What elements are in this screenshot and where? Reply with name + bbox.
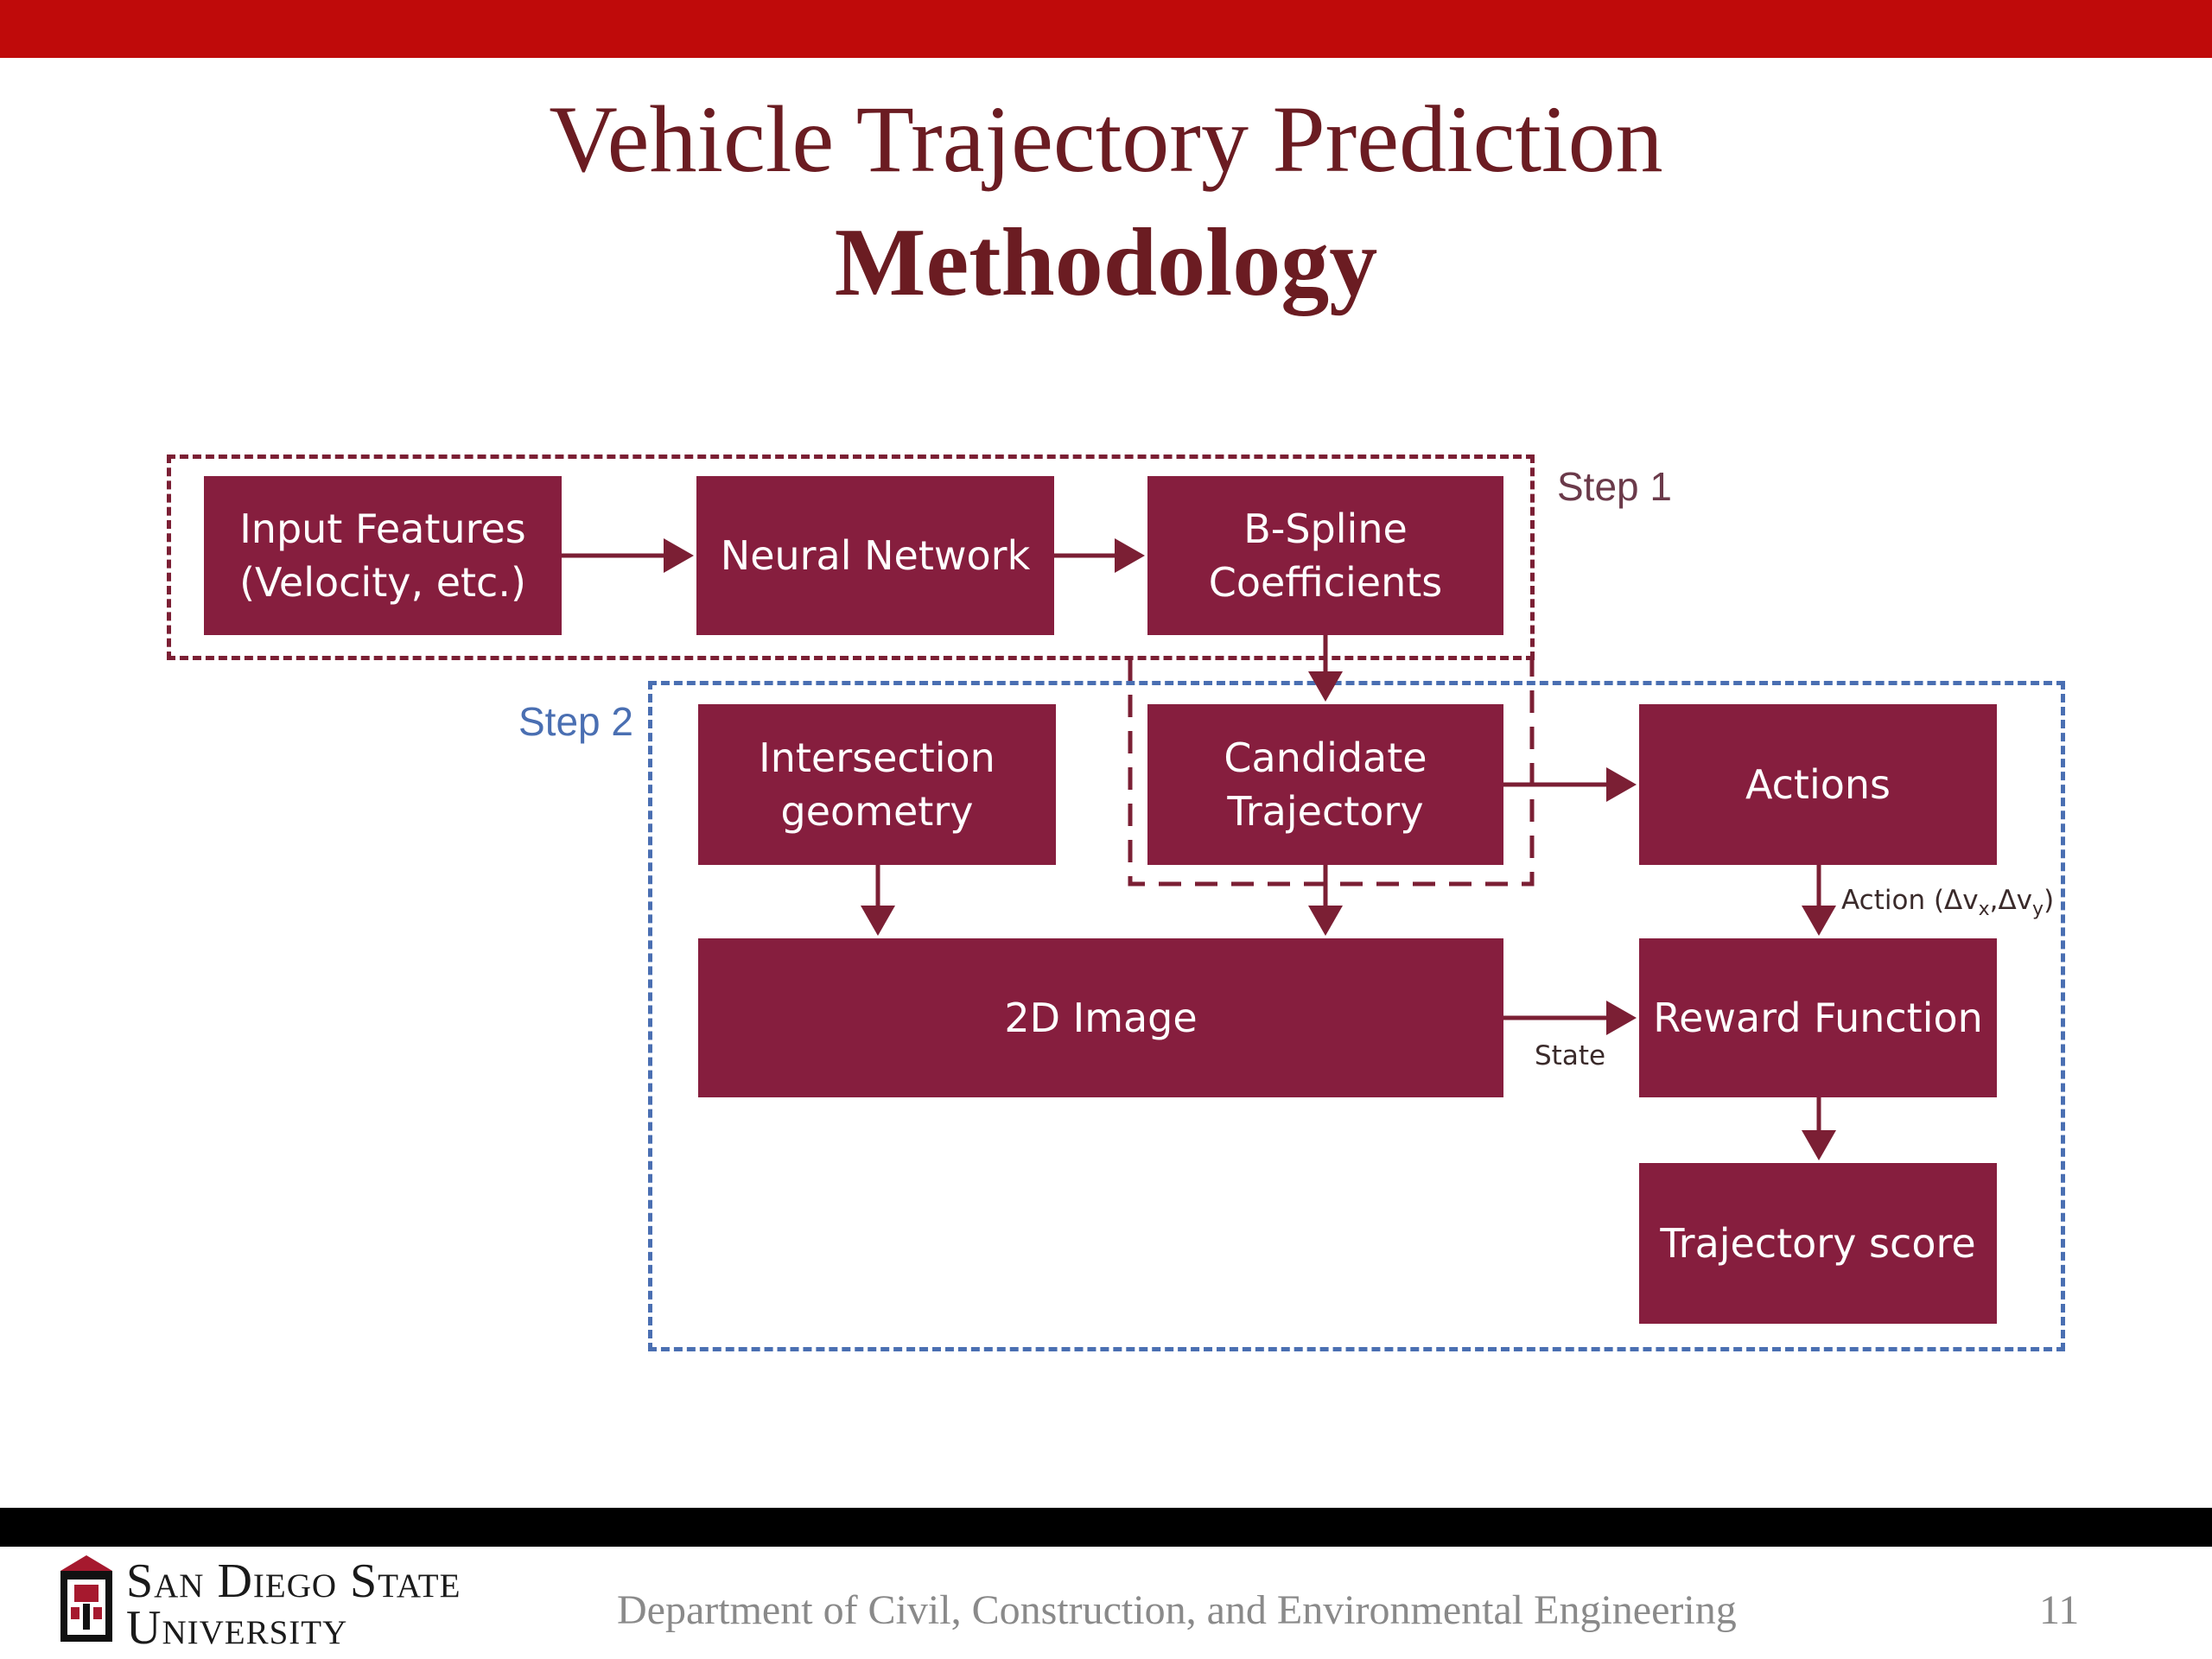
reward-function-label: Reward Function [1653, 994, 1983, 1041]
trajectory-score-box: Trajectory score [1639, 1163, 1997, 1324]
page-number: 11 [2039, 1587, 2080, 1633]
step2-label: Step 2 [518, 699, 633, 744]
action-label-text: Action (Δv [1841, 885, 1979, 916]
step1-region-top [167, 454, 1535, 660]
sdsu-logo-icon [60, 1555, 112, 1642]
reward-function-box: Reward Function [1639, 938, 1997, 1097]
bspline-line2: Coefficients [1208, 559, 1443, 606]
intersection-line1: Intersection [759, 734, 995, 781]
action-label: Action (Δvx,Δvy) [1841, 885, 2054, 920]
action-close: ) [2044, 885, 2055, 916]
top-accent-bar [0, 0, 2212, 58]
slide-title: Vehicle Trajectory Prediction [549, 86, 1663, 192]
actions-box: Actions [1639, 704, 1997, 865]
action-sub-x: x [1978, 899, 1990, 921]
neural-network-box: Neural Network [696, 476, 1054, 635]
university-name-line1: San Diego State [126, 1554, 461, 1608]
trajectory-score-label: Trajectory score [1660, 1219, 1976, 1267]
state-label: State [1535, 1040, 1606, 1071]
step1-label: Step 1 [1557, 464, 1672, 509]
intersection-geometry-box: Intersection geometry [698, 704, 1056, 865]
candidate-line2: Trajectory [1227, 788, 1424, 835]
input-features-box: Input Features (Velocity, etc.) [204, 476, 562, 635]
neural-network-label: Neural Network [720, 531, 1031, 579]
action-sub-y: y [2032, 899, 2044, 921]
department-name: Department of Civil, Construction, and E… [617, 1587, 1737, 1633]
actions-label: Actions [1745, 760, 1891, 808]
input-features-line1: Input Features [239, 505, 526, 552]
action-comma: ,Δv [1989, 885, 2033, 916]
image-2d-label: 2D Image [1004, 994, 1198, 1041]
bspline-line1: B-Spline [1243, 505, 1408, 552]
intersection-line2: geometry [780, 788, 974, 835]
slide-subtitle: Methodology [834, 209, 1378, 316]
university-name-line2: University [126, 1601, 348, 1655]
image-2d-box: 2D Image [698, 938, 1503, 1097]
input-features-line2: (Velocity, etc.) [239, 559, 526, 606]
footer-bar [0, 1508, 2212, 1547]
candidate-line1: Candidate [1224, 734, 1427, 781]
